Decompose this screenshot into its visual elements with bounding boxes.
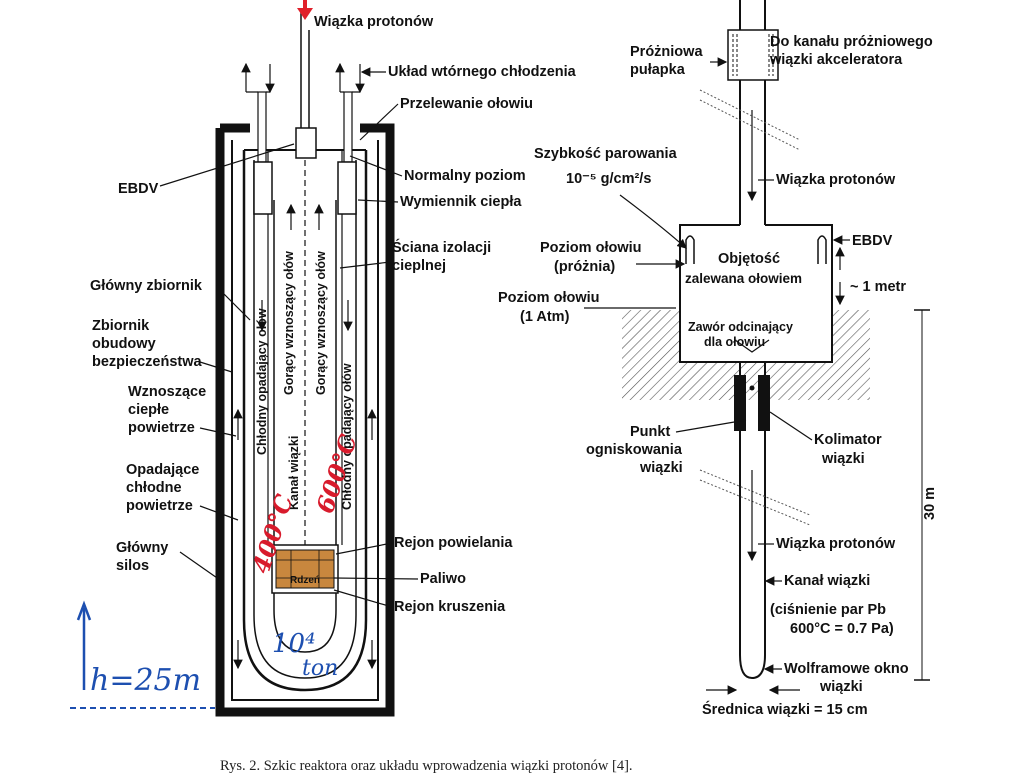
label-lead-overflow: Przelewanie ołowiu	[400, 96, 533, 112]
collimator-left	[734, 375, 746, 431]
label-evap-rate-1: Szybkość parowania	[534, 146, 678, 162]
vacuum-trap	[727, 29, 779, 81]
label-lead-level-atm-1: Poziom ołowiu	[498, 290, 600, 306]
label-valve-1: Zawór odcinający	[688, 320, 793, 334]
label-proton-beam-top: Wiązka protonów	[776, 172, 896, 188]
label-insulation-wall-2: cieplnej	[392, 258, 446, 274]
label-main-silo-2: silos	[116, 558, 149, 574]
label-core: Rdzeń	[290, 575, 320, 586]
label-secondary-cooling: Układ wtórnego chłodzenia	[388, 64, 577, 80]
label-to-vacuum-2: wiązki akceleratora	[769, 52, 903, 68]
label-heat-exchanger: Wymiennik ciepła	[400, 194, 522, 210]
label-pressure-2: 600°C = 0.7 Pa)	[790, 621, 894, 637]
label-window-1: Wolframowe okno	[784, 661, 909, 677]
figure-caption: Rys. 2. Szkic reaktora oraz układu wprow…	[220, 758, 633, 774]
label-beam-channel-right: Kanał wiązki	[784, 573, 870, 589]
label-insulation-wall-1: Ściana izolacji	[392, 238, 491, 256]
label-fuel: Paliwo	[420, 571, 466, 587]
label-ebdv-right: EBDV	[852, 233, 893, 249]
beam-line-system	[622, 0, 930, 695]
safety-tank-wall	[231, 140, 379, 701]
collimator-right	[758, 375, 770, 431]
label-falling-air-2: chłodne	[126, 480, 182, 496]
label-vacuum-trap-2: pułapka	[630, 62, 686, 78]
hand-mass-1: 10⁴	[272, 629, 316, 659]
label-evap-rate-2: 10⁻⁵ g/cm²/s	[566, 171, 651, 187]
label-hot-lead-left: Gorący wznoszący ołów	[282, 251, 296, 395]
label-cold-lead-right: Chłodny opadający ołów	[340, 363, 354, 510]
label-valve-2: dla ołowiu	[704, 335, 765, 349]
insulation-wall	[273, 200, 337, 653]
label-focus-1: Punkt	[630, 424, 670, 440]
label-rising-air-2: ciepłe	[128, 402, 169, 418]
label-lead-level-vac-1: Poziom ołowiu	[540, 240, 642, 256]
label-lead-level-vac-2: (próżnia)	[554, 259, 615, 275]
label-main-tank: Główny zbiornik	[90, 278, 203, 294]
hand-mass-2: ton	[302, 656, 338, 681]
label-beam-diameter: Średnica wiązki = 15 cm	[702, 700, 868, 718]
label-safety-tank-1: Zbiornik	[92, 318, 150, 334]
label-volume-2: zalewana ołowiem	[685, 271, 802, 286]
label-normal-level: Normalny poziom	[404, 168, 526, 184]
reactor-core	[271, 544, 339, 594]
label-proton-beam: Wiązka protonów	[314, 14, 434, 30]
label-beam-channel: Kanał wiązki	[287, 436, 301, 510]
label-safety-tank-2: obudowy	[92, 336, 156, 352]
label-rising-air-3: powietrze	[128, 420, 195, 436]
label-window-2: wiązki	[819, 679, 863, 695]
label-safety-tank-3: bezpieczeństwa	[92, 354, 203, 370]
heat-exchanger-right	[335, 62, 365, 215]
label-collimator-2: wiązki	[821, 451, 865, 467]
label-vacuum-trap-1: Próżniowa	[630, 44, 703, 60]
label-hot-lead-right: Gorący wznoszący ołów	[314, 251, 328, 395]
reactor-vessel	[215, 8, 395, 717]
label-to-vacuum-1: Do kanału próżniowego	[770, 34, 933, 50]
heat-exchanger-left	[241, 62, 275, 215]
label-lead-level-atm-2: (1 Atm)	[520, 309, 570, 325]
label-spallation-region: Rejon kruszenia	[394, 599, 506, 615]
label-main-silo-1: Główny	[116, 540, 168, 556]
label-rising-air-1: Wznoszące	[128, 384, 206, 400]
label-ebdv-left: EBDV	[118, 181, 159, 197]
label-falling-air-1: Opadające	[126, 462, 199, 478]
hand-temp-right: 600°C	[310, 431, 363, 517]
label-thirty-m: 30 m	[922, 487, 938, 520]
main-tank-wall	[242, 150, 368, 692]
hand-height: h=25m	[90, 663, 201, 698]
label-volume-1: Objętość	[718, 251, 780, 267]
label-multiplication-region: Rejon powielania	[394, 535, 513, 551]
label-focus-3: wiązki	[639, 460, 683, 476]
main-silo-wall	[215, 123, 395, 717]
label-cold-lead-left: Chłodny opadający ołów	[255, 308, 269, 455]
label-focus-2: ogniskowania	[586, 442, 683, 458]
label-pressure-1: (ciśnienie par Pb	[770, 602, 886, 618]
label-collimator-1: Kolimator	[814, 432, 882, 448]
label-falling-air-3: powietrze	[126, 498, 193, 514]
label-proton-beam-bottom: Wiązka protonów	[776, 536, 896, 552]
label-one-meter: ~ 1 metr	[850, 279, 906, 295]
